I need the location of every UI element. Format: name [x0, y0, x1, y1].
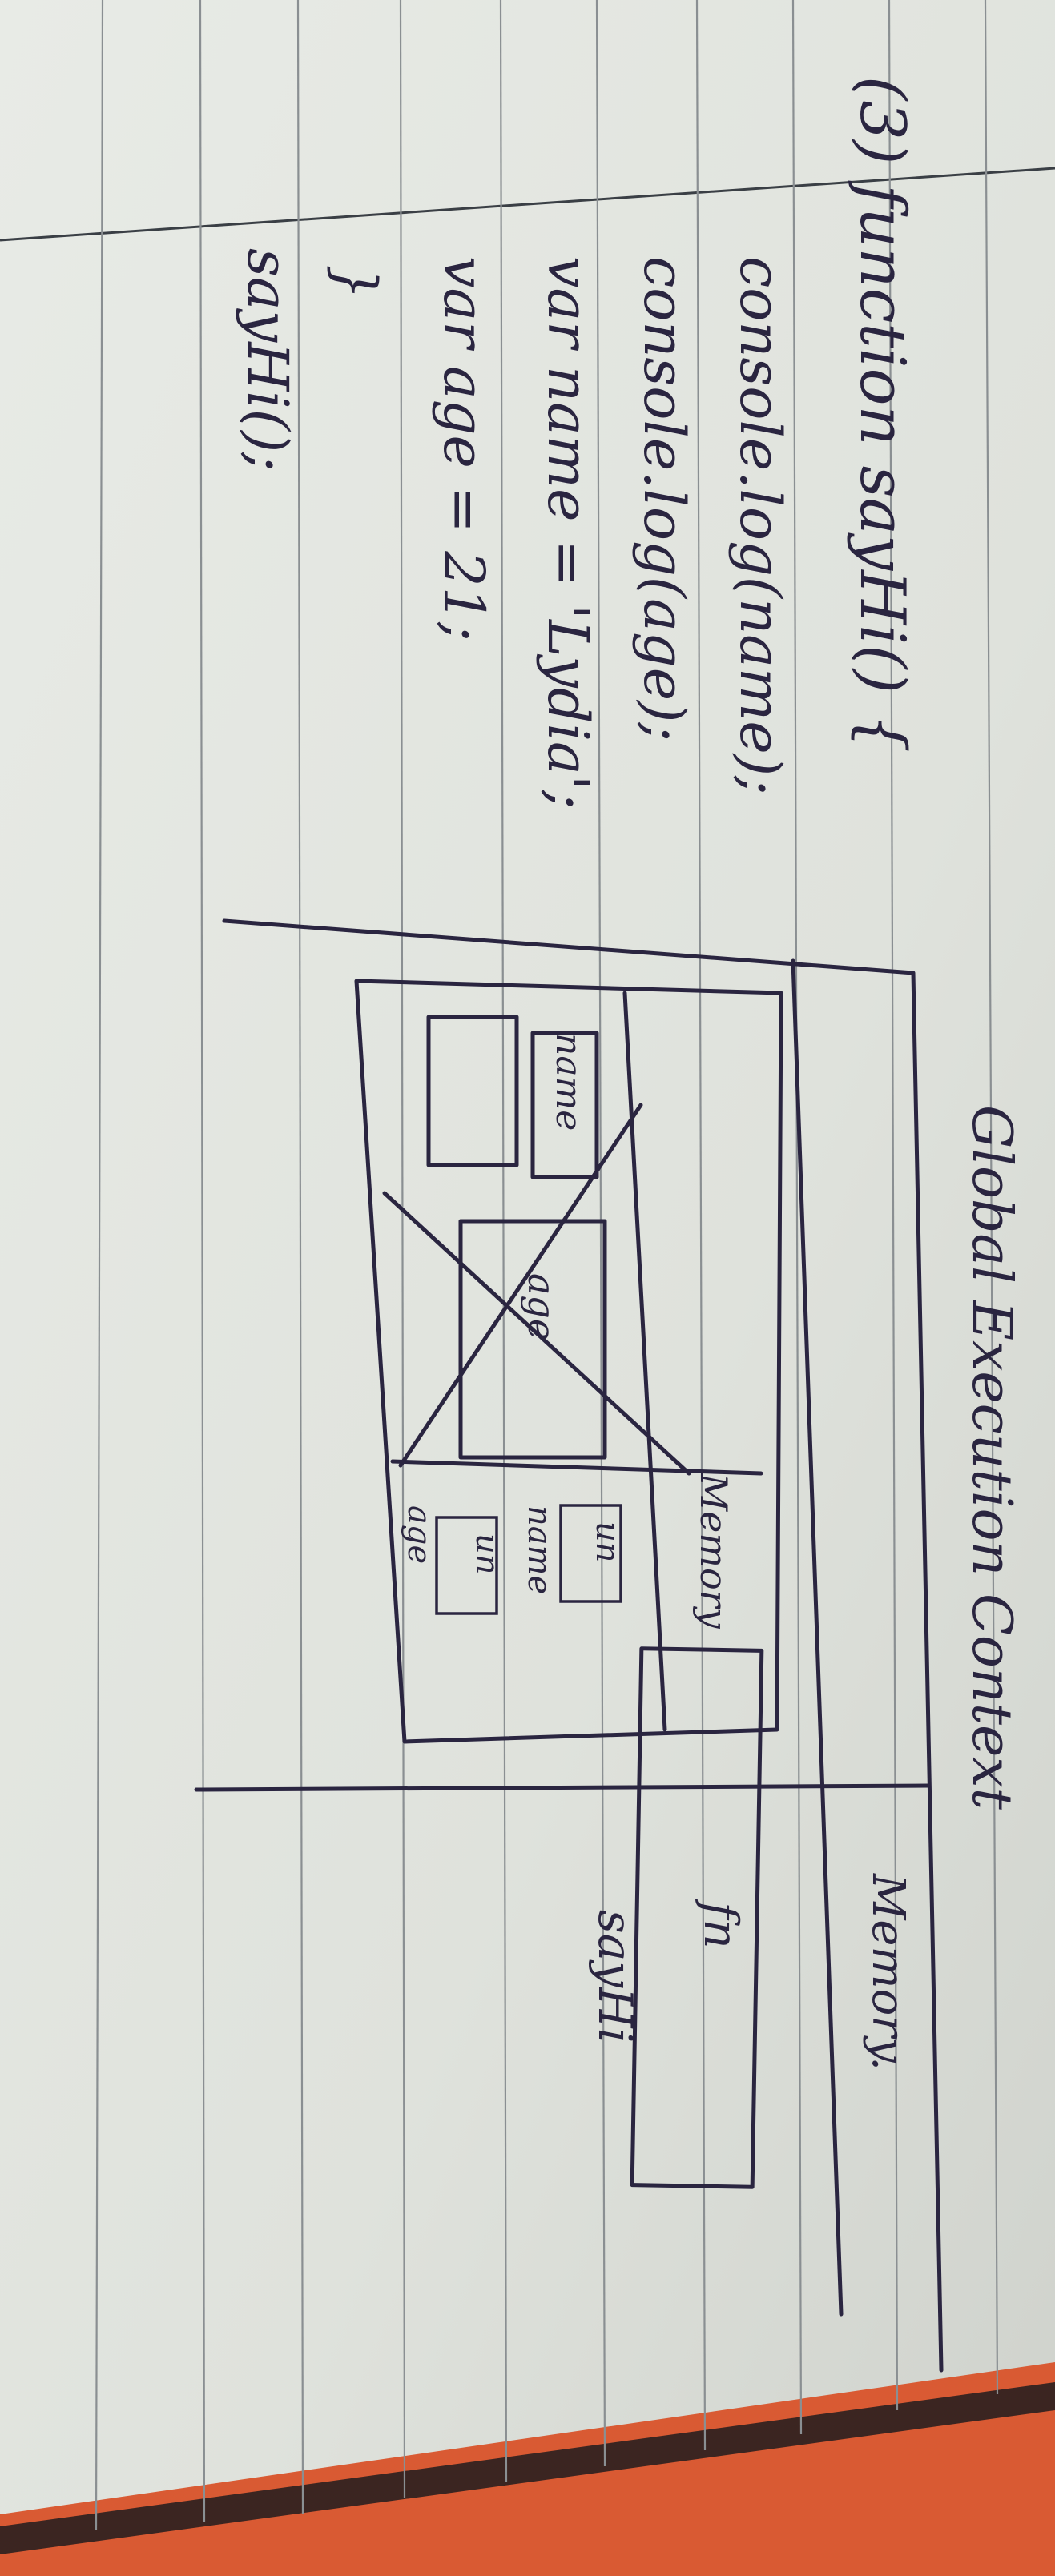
crossed-name-label: name: [548, 1033, 589, 1131]
execution-context-diagram: Global Execution Context Memory. fn sayH…: [194, 918, 1023, 2373]
sayhi-fn-box: [630, 1646, 764, 2189]
header-line: [0, 167, 1055, 242]
code-line-3: console.log(age);: [631, 256, 697, 741]
function-var-name-value: un: [589, 1521, 626, 1563]
page-edge-shadow: [0, 2382, 1055, 2554]
cross-out-stroke-1: [382, 1191, 691, 1476]
code-block: (3) function sayHi() { console.log(name)…: [235, 76, 918, 810]
gec-memory-label: Memory.: [862, 1873, 914, 2071]
code-line-1: (3) function sayHi() {: [846, 76, 918, 753]
gec-outer-frame: [222, 918, 944, 2373]
sayhi-fn-value: fn: [694, 1899, 748, 1949]
function-var-name-label: name: [521, 1505, 558, 1594]
code-line-4: var name = 'Lydia';: [535, 256, 601, 810]
code-line-6: }: [323, 264, 389, 300]
code-line-2: console.log(name);: [727, 256, 793, 795]
gec-memory-divider: [791, 958, 844, 2317]
function-context-frame: [354, 979, 783, 1744]
function-var-age-label: age: [401, 1505, 437, 1564]
ruled-lines: [95, 0, 999, 2531]
crossed-age-box: [458, 1219, 607, 1460]
crossed-empty-box: [426, 1015, 519, 1167]
crossed-age-label: age: [520, 1273, 563, 1340]
function-context-split: [390, 1459, 763, 1476]
cross-out-stroke-2: [398, 1103, 643, 1468]
function-var-age-box: [435, 1516, 498, 1615]
code-line-7: sayHi();: [235, 248, 300, 472]
function-memory-label: Memory: [692, 1473, 735, 1630]
code-line-5: var age = 21;: [431, 256, 497, 641]
function-var-age-value: un: [469, 1533, 505, 1575]
gec-title: Global Execution Context: [960, 1105, 1023, 1810]
function-var-name-box: [559, 1504, 622, 1603]
sayhi-name-label: sayHi: [588, 1910, 642, 2043]
crossed-name-box: [530, 1031, 599, 1179]
